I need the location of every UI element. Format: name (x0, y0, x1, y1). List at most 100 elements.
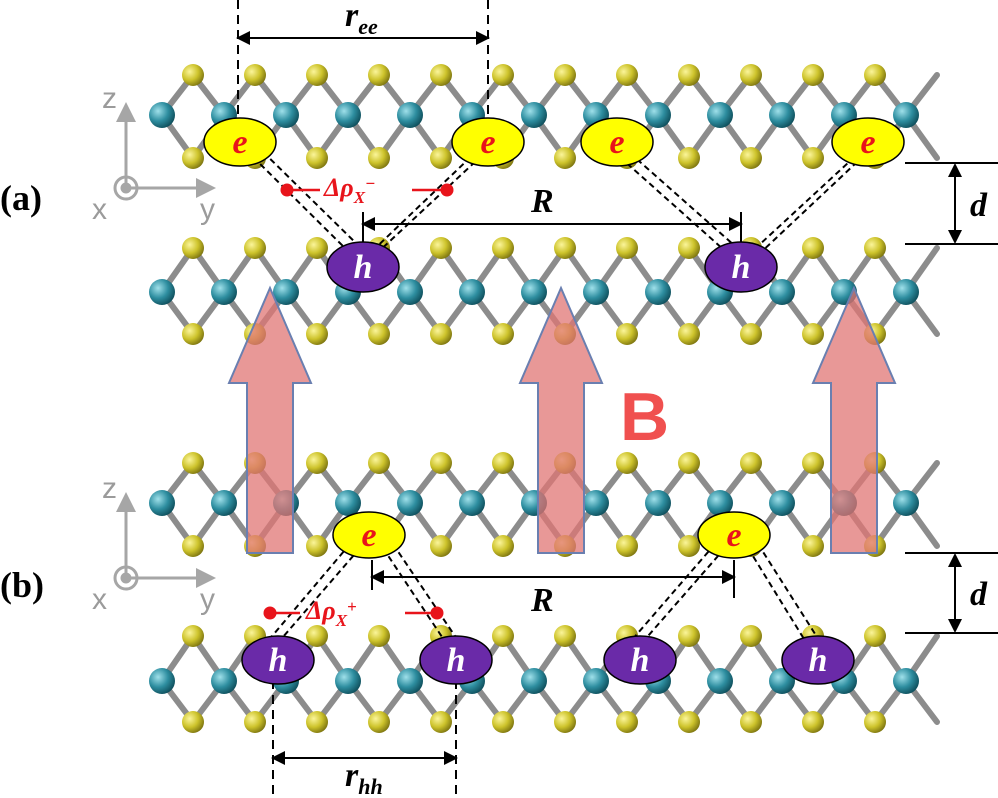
chalcogen-atom (492, 452, 514, 474)
r-ee-dimension (236, 0, 490, 130)
chalcogen-atom (430, 535, 452, 557)
axis-label-x-b: x (92, 583, 107, 616)
chalcogen-atom (554, 64, 576, 86)
panel-label-a: (a) (0, 178, 42, 218)
holes-b: h h h h (241, 635, 855, 685)
svg-text:e: e (726, 517, 741, 554)
chalcogen-atom (492, 323, 514, 345)
magnetic-field-label: B (620, 379, 669, 455)
chalcogen-atom (740, 625, 762, 647)
metal-atom (893, 279, 919, 305)
chalcogen-atom (554, 237, 576, 259)
chalcogen-atom (368, 625, 390, 647)
metal-atom (893, 490, 919, 516)
metal-atom (335, 490, 361, 516)
R-label-b: R (530, 582, 554, 619)
chalcogen-atom (492, 237, 514, 259)
chalcogen-atom (430, 711, 452, 733)
chalcogen-atom (616, 237, 638, 259)
chalcogen-atom (368, 711, 390, 733)
d-label-a: d (970, 187, 988, 224)
axis-label-y-b: y (200, 583, 215, 616)
chalcogen-atom (554, 147, 576, 169)
axes-icon-a (113, 102, 216, 201)
chalcogen-atom (182, 625, 204, 647)
chalcogen-atom (678, 147, 700, 169)
svg-text:h: h (354, 249, 373, 286)
chalcogen-atom (740, 323, 762, 345)
svg-text:e: e (232, 124, 247, 161)
hole: h (241, 635, 315, 685)
chalcogen-atom (244, 237, 266, 259)
chalcogen-atom (678, 452, 700, 474)
electron: e (203, 117, 277, 167)
R-dimension-a (361, 212, 743, 245)
metal-atom (149, 668, 175, 694)
axes-icon-b (113, 492, 216, 591)
metal-atom (397, 279, 423, 305)
metal-atom (769, 279, 795, 305)
delta-rho-marker-b (263, 606, 444, 620)
metal-atom (645, 490, 671, 516)
metal-atom (149, 279, 175, 305)
holes-a: h h (326, 241, 778, 293)
metal-atom (521, 279, 547, 305)
magnetic-field-arrows (227, 285, 897, 554)
chalcogen-atom (182, 147, 204, 169)
chalcogen-atom (554, 625, 576, 647)
metal-atom (769, 102, 795, 128)
metal-atom (583, 490, 609, 516)
chalcogen-atom (306, 64, 328, 86)
chalcogen-atom (616, 711, 638, 733)
chalcogen-atom (492, 711, 514, 733)
field-arrow-right (811, 285, 897, 554)
chalcogen-atom (244, 64, 266, 86)
svg-text:e: e (609, 124, 624, 161)
chalcogen-atom (802, 237, 824, 259)
metal-atom (211, 668, 237, 694)
svg-text:h: h (809, 642, 828, 679)
chalcogen-atom (864, 237, 886, 259)
chalcogen-atom (430, 323, 452, 345)
chalcogen-atom (430, 452, 452, 474)
electron: e (332, 511, 406, 559)
metal-atom (273, 102, 299, 128)
metal-atom (273, 279, 299, 305)
chalcogen-atom (430, 147, 452, 169)
chalcogen-atom (182, 323, 204, 345)
chalcogen-atom (554, 711, 576, 733)
chalcogen-atom (368, 147, 390, 169)
metal-atom (335, 102, 361, 128)
r-hh-dimension (271, 680, 458, 798)
electron: e (697, 511, 771, 559)
d-label-b: d (970, 576, 988, 613)
metal-atom (707, 102, 733, 128)
metal-atom (521, 102, 547, 128)
pair-bonds-a (245, 144, 873, 259)
chalcogen-atom (678, 323, 700, 345)
monolayer-a-bottom (149, 237, 940, 345)
metal-atom (335, 668, 361, 694)
d-dimension-b (905, 552, 998, 634)
chalcogen-atom (864, 711, 886, 733)
chalcogen-atom (182, 711, 204, 733)
hole: h (603, 635, 677, 685)
chalcogen-atom (802, 711, 824, 733)
svg-text:e: e (860, 124, 875, 161)
chalcogen-atom (492, 625, 514, 647)
chalcogen-atom (306, 452, 328, 474)
metal-atom (211, 279, 237, 305)
d-dimension-a (905, 162, 998, 245)
chalcogen-atom (244, 711, 266, 733)
svg-text:e: e (361, 517, 376, 554)
delta-rho-marker-a (280, 183, 454, 197)
hole: h (419, 635, 493, 685)
hole: h (704, 241, 778, 293)
hole: h (326, 241, 400, 293)
metal-atom (583, 279, 609, 305)
chalcogen-atom (306, 237, 328, 259)
metal-atom (459, 279, 485, 305)
chalcogen-atom (368, 452, 390, 474)
metal-atom (149, 102, 175, 128)
